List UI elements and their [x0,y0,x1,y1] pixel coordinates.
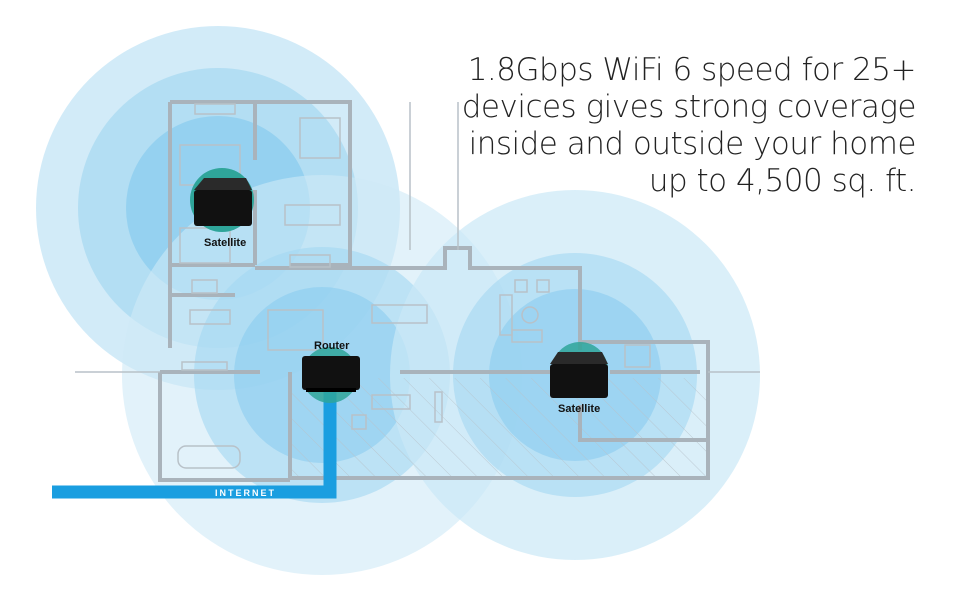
internet-label: INTERNET [215,488,276,498]
headline-line: 1.8Gbps WiFi 6 speed for 25+ [467,52,917,88]
router-label: Router [314,340,350,352]
router-device [302,356,360,392]
headline-line: inside and outside your home [468,126,917,162]
internet-cable [52,392,337,499]
satellite-top-label: Satellite [204,237,247,249]
walls [158,100,710,482]
satellite-right-device [550,352,608,398]
headline-line: up to 4,500 sq. ft. [648,163,917,199]
satellite-right-label: Satellite [558,403,601,415]
headline: 1.8Gbps WiFi 6 speed for 25+ devices giv… [461,52,917,200]
satellite-top-device [194,178,252,226]
headline-line: devices gives strong coverage [461,89,917,125]
